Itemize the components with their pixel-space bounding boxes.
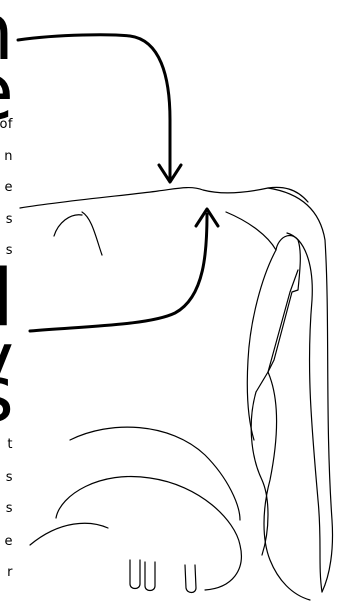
text-fragment-8: s bbox=[6, 502, 13, 515]
text-fragment-6: t bbox=[7, 438, 13, 451]
text-fragment-2: n bbox=[4, 150, 13, 163]
text-fragment-10: r bbox=[7, 566, 13, 579]
rear-thigh bbox=[264, 372, 310, 600]
text-fragment-9: e bbox=[5, 535, 14, 548]
teat-left bbox=[130, 560, 140, 589]
belly-curve-lower bbox=[30, 523, 108, 545]
callout-arrow-bottom bbox=[30, 214, 207, 331]
text-fragment-4: s bbox=[6, 213, 13, 226]
tail-connector bbox=[256, 235, 300, 392]
teat-middle bbox=[145, 562, 155, 591]
text-fragment-1: of bbox=[0, 118, 13, 131]
callout-arrow-top bbox=[18, 35, 170, 178]
rear-body-contour bbox=[226, 212, 276, 440]
tail-connector-inner bbox=[268, 270, 298, 372]
hock-curve bbox=[251, 392, 268, 555]
label-fragment-mid-3: s bbox=[0, 356, 13, 434]
cow-back-line bbox=[20, 187, 308, 208]
teat-right bbox=[185, 565, 196, 593]
hip-bone-curve bbox=[54, 212, 102, 255]
text-fragment-3: e bbox=[5, 181, 14, 194]
udder-contour bbox=[56, 476, 241, 590]
text-fragment-7: s bbox=[6, 471, 13, 484]
belly-curve-upper bbox=[70, 427, 240, 520]
